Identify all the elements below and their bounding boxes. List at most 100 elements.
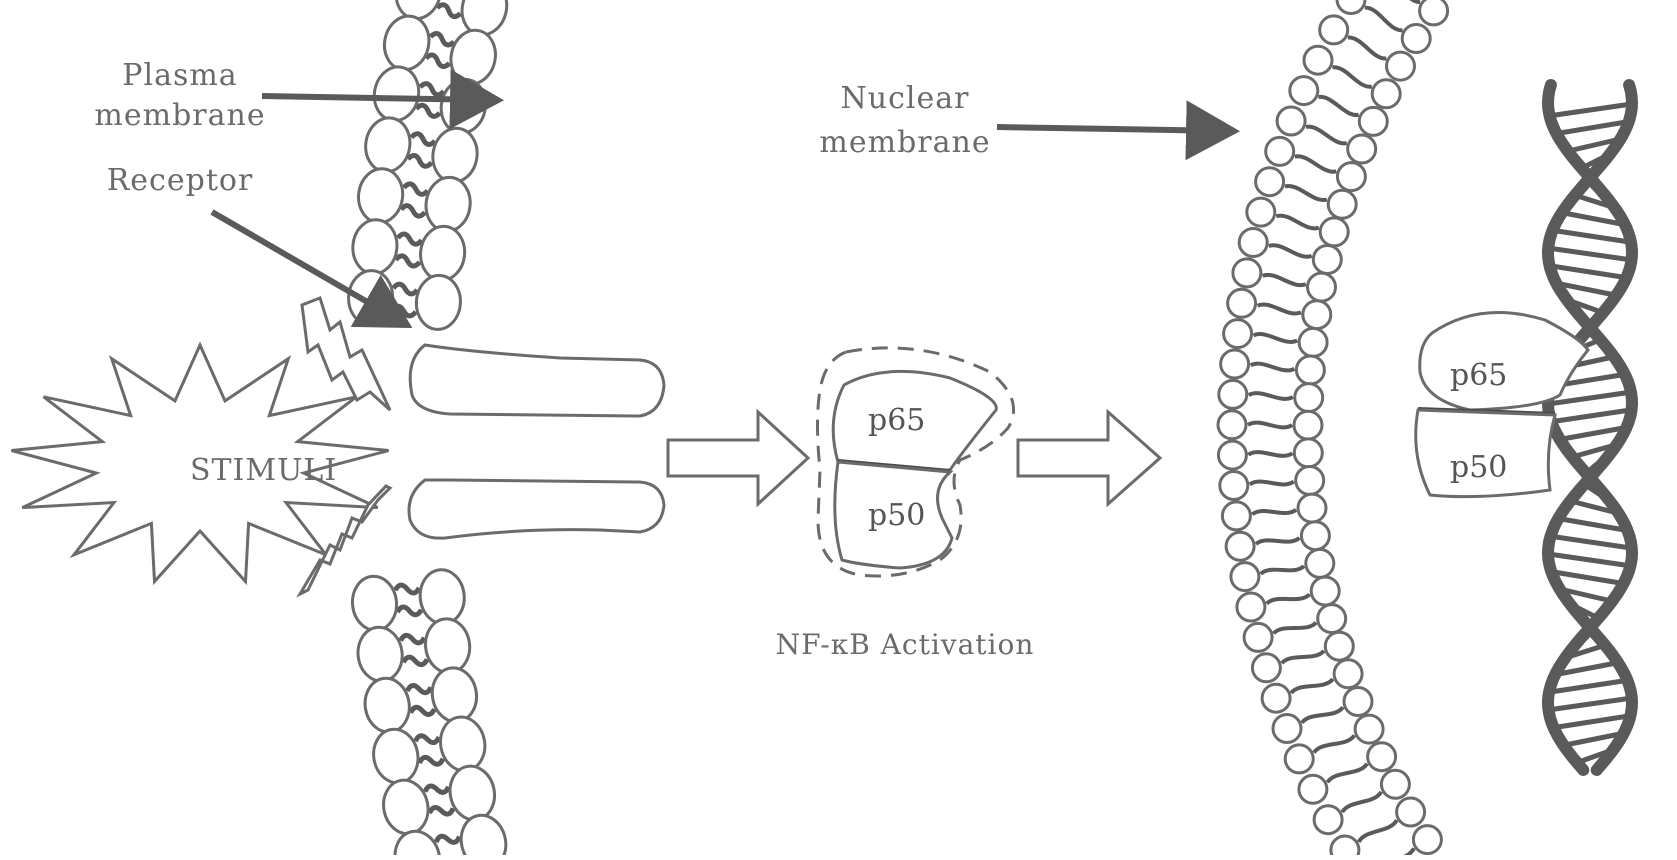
dna-base-pair	[1549, 407, 1631, 425]
lipid-tail	[422, 783, 451, 795]
p65-subunit-nucleus	[1418, 311, 1590, 412]
nuclear-pointer-arrow	[996, 100, 1240, 161]
receptor-label: Receptor	[107, 163, 254, 198]
lipid-tail	[408, 704, 437, 717]
lipid-tail	[1318, 95, 1360, 117]
lipid-tail	[424, 52, 452, 70]
lipid-head	[1264, 135, 1296, 167]
lipid-tail	[393, 253, 422, 269]
lipid-head	[1309, 575, 1341, 607]
lipid-head	[1226, 287, 1258, 319]
dna-base-pair	[1547, 245, 1633, 263]
dna-base-pair	[1550, 227, 1630, 245]
lipid-tail	[395, 604, 424, 618]
lipid-head	[1216, 439, 1248, 471]
lipid-head	[1254, 166, 1286, 198]
plasma-pointer-arrow	[261, 69, 504, 130]
lipid-tail	[406, 153, 434, 169]
nuclear-membrane	[1216, 0, 1450, 860]
dna-base-pair	[1551, 263, 1629, 281]
lipid-head	[1260, 682, 1292, 714]
lipid-tail	[1246, 420, 1294, 430]
p65-label-nucleus: p65	[1450, 358, 1507, 393]
lipid-head	[372, 727, 420, 785]
lipid-head	[1231, 257, 1263, 289]
plasma-label-line2: membrane	[94, 98, 265, 133]
lipid-tail	[1305, 124, 1348, 146]
dna-base-pair	[1558, 209, 1622, 227]
lipid-tail	[428, 31, 456, 48]
dna-strand	[1541, 79, 1639, 776]
lipid-tail	[435, 2, 463, 20]
lipid-tail	[1356, 818, 1399, 844]
lipid-tail	[1364, 5, 1403, 33]
lipid-head	[1297, 773, 1329, 805]
lipid-tail	[1289, 677, 1335, 695]
nuclear-label-line1: Nuclear	[841, 81, 970, 116]
p50-subunit-nucleus	[1414, 408, 1557, 499]
lipid-head	[439, 77, 488, 135]
dna-base-pair	[1554, 515, 1626, 533]
lipid-head	[1370, 78, 1402, 110]
lipid-tail	[393, 582, 422, 596]
lipid-head	[1400, 23, 1432, 54]
dna-strand	[1541, 79, 1639, 776]
lipid-tail	[1272, 621, 1318, 635]
lipid-head	[1301, 299, 1333, 331]
dna-base-pair	[1548, 551, 1632, 569]
lipid-head	[1219, 348, 1251, 380]
lipid-tail	[1280, 649, 1326, 665]
dna-base-pair	[1548, 533, 1632, 551]
p50-label-cytoplasm: p50	[868, 498, 925, 533]
p50-label-nucleus: p50	[1450, 450, 1507, 485]
lipid-tail	[1254, 536, 1301, 546]
lipid-head	[1311, 244, 1343, 275]
lipid-tail	[1300, 705, 1345, 725]
lipid-head	[1237, 227, 1269, 258]
lipid-head	[419, 224, 467, 282]
lipid-head	[356, 625, 404, 683]
lipid-tail	[401, 654, 430, 668]
dna-base-pair	[1551, 713, 1629, 731]
lipid-head	[1379, 768, 1411, 800]
lipid-tail	[399, 203, 427, 219]
nfkb-complex-nucleus: p65 p50	[1414, 311, 1590, 499]
lipid-head	[1316, 603, 1348, 635]
lipid-tail	[413, 733, 442, 746]
lipid-tail	[405, 683, 434, 696]
lipid-tail	[1259, 564, 1306, 576]
lipid-head	[351, 218, 399, 276]
lipid-tail	[433, 833, 462, 845]
lipid-head	[1357, 105, 1389, 137]
lipid-tail	[418, 81, 446, 98]
lipid-tail	[417, 754, 446, 767]
p50-subunit	[833, 460, 954, 570]
nuclear-membrane-label: Nuclear membrane	[819, 81, 989, 160]
p65-subunit	[831, 370, 998, 474]
lipid-head	[363, 676, 411, 734]
lipid-head	[1294, 354, 1326, 386]
lipid-tail	[1248, 479, 1295, 487]
lipid-tail	[1284, 184, 1328, 202]
lipid-head	[1302, 44, 1334, 76]
lipid-tail	[1409, 0, 1421, 5]
lightning-bolts	[296, 296, 393, 598]
lipid-head	[1292, 409, 1324, 441]
activation-label: NF-κB Activation	[776, 628, 1035, 661]
block-arrow-to-complex	[666, 408, 811, 508]
lipid-tail	[1252, 332, 1299, 344]
lipid-tail	[1247, 450, 1294, 458]
lipid-head	[1385, 50, 1416, 82]
dna-base-pair	[1559, 281, 1621, 299]
lipid-head	[1353, 713, 1385, 745]
receptor-lower-half	[407, 478, 666, 540]
lipid-tail	[427, 805, 456, 817]
stimuli-label: STIMULI	[190, 453, 337, 488]
lipid-tail	[414, 102, 442, 119]
lipid-head	[1297, 326, 1329, 358]
lipid-tail	[401, 181, 430, 197]
lipid-head	[1299, 520, 1331, 552]
lipid-tail	[1268, 243, 1313, 259]
